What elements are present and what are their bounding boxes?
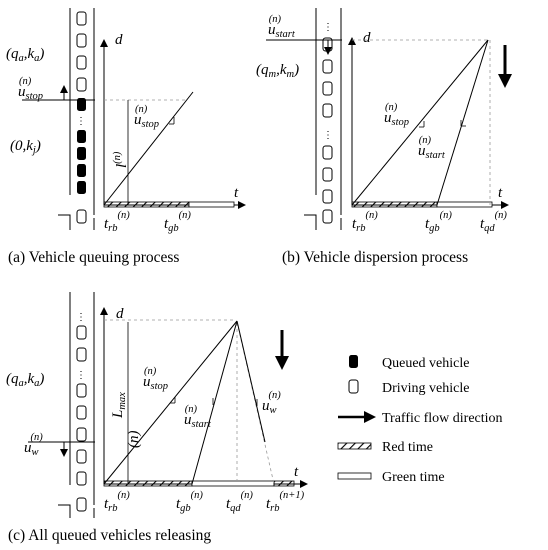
state-m-b: (qm,km) xyxy=(256,62,299,80)
t-axis-label-b: t xyxy=(498,185,503,201)
red-time-bar-a xyxy=(103,201,190,208)
svg-text:⋮: ⋮ xyxy=(76,370,86,381)
caption-a: (a) Vehicle queuing process xyxy=(8,249,179,266)
green-time-bar-b xyxy=(436,201,493,208)
panel-c: ⋮ ⋮ (qa,ka) uw(n) d t xyxy=(6,292,308,544)
driving-vehicle-icon xyxy=(348,379,359,394)
t-rb-label-a: trb(n) xyxy=(104,210,130,234)
u-stop-label-a: ustop(n) xyxy=(18,76,43,102)
l-label-a: l(n) xyxy=(112,151,130,168)
u-stop-label-c: ustop(n) xyxy=(143,366,168,392)
start-wave-line-c xyxy=(191,320,238,485)
green-time-bar-a xyxy=(188,201,235,208)
u-stop-label-b: ustop(n) xyxy=(384,102,409,128)
t-gb-label-b: tgb(n) xyxy=(425,210,452,234)
red-time-bar-c xyxy=(103,480,193,487)
l-max-label-c: Lmax xyxy=(110,392,128,419)
t-qd-label-b: tqd(n) xyxy=(480,210,507,234)
white-bar-icon xyxy=(337,472,372,480)
legend: Queued vehicle Driving vehicle Traffic f… xyxy=(337,355,503,485)
panel-b: ⋮ ⋮ ustart(n) (qm,km) d t ustop(n) xyxy=(256,8,512,266)
u-w-label-c: uw(n) xyxy=(24,432,43,458)
legend-direction: Traffic flow direction xyxy=(382,411,503,426)
u-start-label-c: ustart(n) xyxy=(184,404,212,430)
stop-bar-left xyxy=(58,214,71,230)
queued-vehicle-icon xyxy=(349,355,358,368)
red-time-bar-c2 xyxy=(273,480,295,487)
start-wave-line-b xyxy=(436,39,489,206)
u-start-slope-label-b: ustart(n) xyxy=(418,135,446,161)
queued-vehicles: ⋮ xyxy=(76,98,86,194)
l-n-label-c: (n) xyxy=(126,431,142,449)
legend-driving: Driving vehicle xyxy=(382,381,469,396)
svg-text:⋮: ⋮ xyxy=(323,22,333,33)
svg-text:⋮: ⋮ xyxy=(76,312,86,323)
stop-wave-line-a xyxy=(103,91,194,206)
caption-c: (c) All queued vehicles releasing xyxy=(8,527,211,544)
u-start-label-b: ustart(n) xyxy=(268,14,296,40)
d-axis-label-b: d xyxy=(363,30,371,46)
d-axis-label-c: d xyxy=(116,306,124,322)
stop-wave-line-c xyxy=(103,320,238,485)
driving-vehicles xyxy=(76,11,87,224)
legend-red: Red time xyxy=(382,440,433,455)
caption-b: (b) Vehicle dispersion process xyxy=(282,249,468,266)
svg-text:⋮: ⋮ xyxy=(323,130,333,141)
u-stop-slope-label-a: ustop(n) xyxy=(134,104,159,130)
red-time-bar-b xyxy=(351,201,438,208)
hatched-bar-icon xyxy=(337,442,372,450)
stop-wave-line-b xyxy=(351,39,489,206)
green-time-bar-c xyxy=(191,480,275,487)
t-axis-label-a: t xyxy=(234,185,239,201)
t-gb-label-a: tgb(n) xyxy=(164,210,191,234)
t-gb-label-c: tgb(n) xyxy=(176,490,203,514)
w-wave-line-c xyxy=(236,320,266,443)
t-rb-label-c: trb(n) xyxy=(104,490,130,514)
legend-queued: Queued vehicle xyxy=(382,356,469,371)
d-axis-label-a: d xyxy=(115,32,123,48)
t-rb-label-b: trb(n) xyxy=(352,210,378,234)
t-qd-label-c: tqd(n) xyxy=(226,490,253,514)
u-w-slope-label-c: uw(n) xyxy=(262,390,281,416)
t-rb-next-label-c: trb(n+1) xyxy=(266,490,305,514)
legend-green: Green time xyxy=(382,470,445,485)
svg-text:⋮: ⋮ xyxy=(76,116,86,127)
state-lower-a: (0,kj) xyxy=(10,138,41,156)
driving-vehicles-c: ⋮ ⋮ xyxy=(76,312,87,512)
t-axis-label-c: t xyxy=(294,464,299,480)
state-upper-a: (qa,ka) xyxy=(6,46,44,64)
state-upper-c: (qa,ka) xyxy=(6,371,44,389)
panel-a: ⋮ ustop(n) (qa,ka) (0,kj) d t ustop(n) l… xyxy=(6,8,246,266)
